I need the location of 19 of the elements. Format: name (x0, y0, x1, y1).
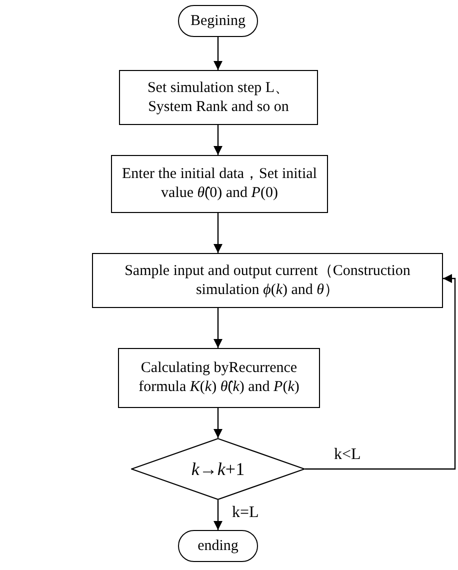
arrow (214, 408, 222, 438)
node-text: Set simulation step L、System Rank and so on (146, 78, 291, 116)
node-text: Enter the initial data，Set initial value θ̂(0) and P(0) (121, 165, 318, 203)
node-text: ending (198, 536, 238, 556)
node-text: Calculating byRecurrence formula K(k) θ̂(k) and P(k) (138, 359, 300, 397)
arrow (214, 213, 222, 253)
arrow (214, 125, 222, 155)
process-box (92, 253, 443, 308)
decision-diamond (131, 438, 305, 500)
arrow (214, 37, 222, 70)
process-box (118, 348, 320, 408)
arrow (214, 500, 222, 530)
arrow (214, 308, 222, 348)
node-text: k→k+1 (191, 458, 245, 480)
process-box (111, 155, 328, 213)
node-text: Begining (190, 12, 246, 30)
process-box (119, 70, 318, 125)
arrow (305, 274, 456, 470)
node-text: Sample input and output current（Construction simulation ϕ(k) and θ） (124, 262, 412, 300)
